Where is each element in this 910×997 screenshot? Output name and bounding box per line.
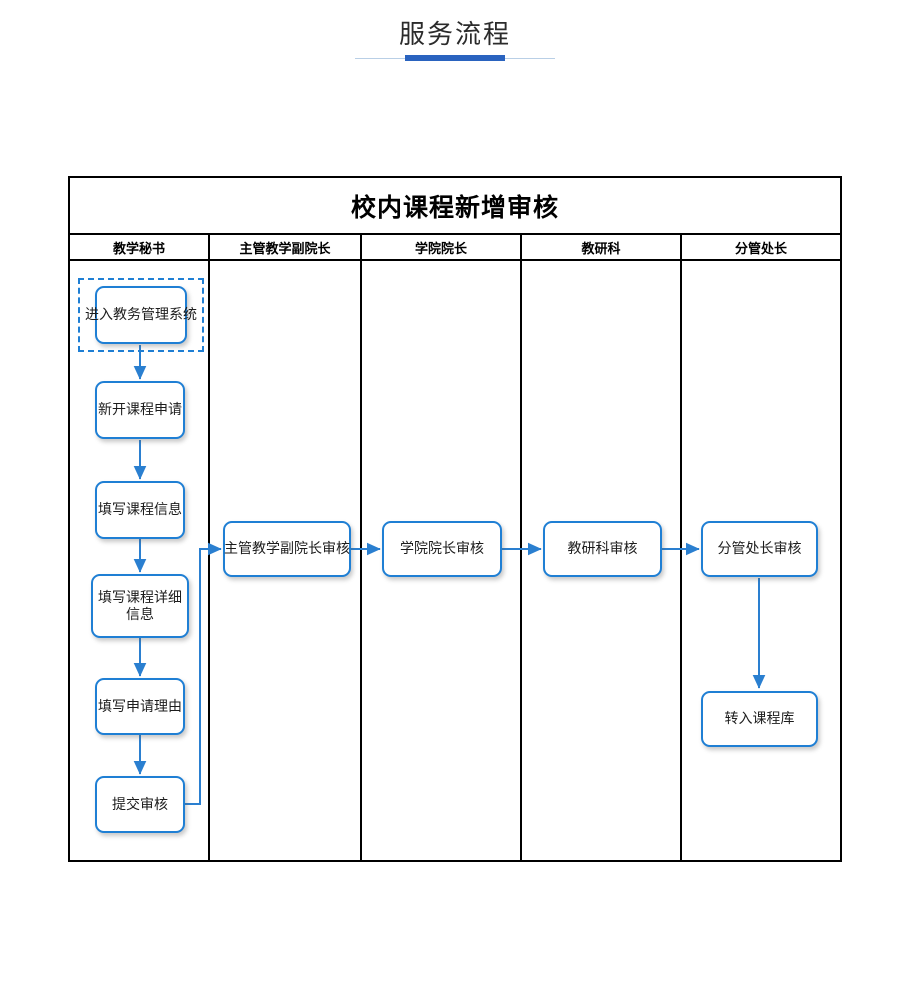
node-research-office-review[interactable]: 教研科审核	[543, 521, 662, 577]
node-fill-course-detail[interactable]: 填写课程详细信息	[91, 574, 189, 638]
node-fill-course-info[interactable]: 填写课程信息	[95, 481, 185, 539]
lane-header-dean: 学院院长	[362, 235, 522, 259]
node-new-course-application[interactable]: 新开课程申请	[95, 381, 185, 439]
lane-column-research-office	[522, 261, 682, 860]
page-title: 服务流程	[398, 19, 511, 49]
selection-handle-enter-system[interactable]	[78, 278, 204, 352]
node-enter-system[interactable]: 进入教务管理系统	[85, 286, 197, 344]
lane-header-deputy-dean: 主管教学副院长	[210, 235, 362, 259]
lane-header-row: 教学秘书 主管教学副院长 学院院长 教研科 分管处长	[70, 235, 840, 261]
node-deputy-dean-review[interactable]: 主管教学副院长审核	[223, 521, 351, 577]
lane-header-division-head: 分管处长	[734, 240, 787, 256]
lane-header-research-office: 教研科	[522, 235, 682, 259]
node-submit-review[interactable]: 提交审核	[95, 776, 185, 833]
lane-column-deputy-dean	[210, 261, 362, 860]
node-division-head-review[interactable]: 分管处长审核	[701, 521, 818, 577]
node-fill-reason[interactable]: 填写申请理由	[95, 678, 185, 735]
title-divider-accent	[405, 55, 505, 61]
page-header: 服务流程	[0, 0, 910, 90]
flowchart-title-row: 校内课程新增审核	[70, 178, 840, 235]
lane-header-teaching-secretary: 教学秘书	[70, 235, 210, 259]
node-dean-review[interactable]: 学院院长审核	[382, 521, 502, 577]
flowchart-title: 校内课程新增审核	[350, 193, 559, 222]
node-transfer-course-library[interactable]: 转入课程库	[701, 691, 818, 747]
lane-column-dean	[362, 261, 522, 860]
